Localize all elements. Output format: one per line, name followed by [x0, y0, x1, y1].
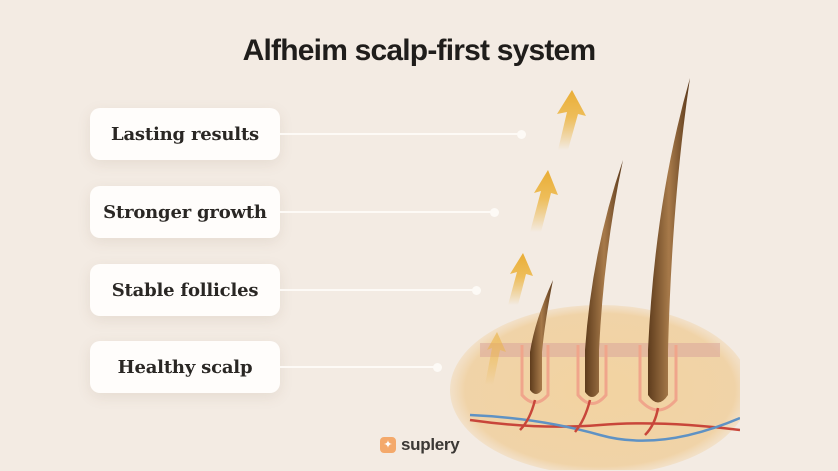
brand-logo: ✦ suplery: [380, 435, 460, 455]
growth-arrow-icon: [508, 253, 533, 305]
connector-line: [280, 133, 521, 135]
stage-card-healthy-scalp: Healthy scalp: [90, 341, 280, 393]
dermis-band: [480, 343, 720, 357]
stage-label: Lasting results: [111, 123, 259, 145]
connector-dot: [490, 208, 499, 217]
hair-short: [530, 280, 553, 394]
connector-line: [280, 289, 476, 291]
stage-label: Stronger growth: [103, 201, 267, 223]
stage-card-lasting-results: Lasting results: [90, 108, 280, 160]
brand-name: suplery: [401, 435, 460, 454]
connector-dot: [433, 363, 442, 372]
connector-dot: [472, 286, 481, 295]
hair-medium: [585, 160, 623, 397]
growth-arrow-icon: [557, 90, 586, 150]
connector-dot: [517, 130, 526, 139]
stage-card-stable-follicles: Stable follicles: [90, 264, 280, 316]
stage-label: Stable follicles: [111, 279, 259, 301]
page-title: Alfheim scalp-first system: [242, 34, 596, 67]
hair-long: [648, 78, 690, 403]
connector-line: [280, 211, 494, 213]
stage-card-stronger-growth: Stronger growth: [90, 186, 280, 238]
scalp-illustration: [450, 78, 740, 470]
connector-line: [280, 366, 437, 368]
growth-arrow-icon: [530, 170, 558, 232]
sparkle-icon: ✦: [380, 437, 396, 453]
stage-label: Healthy scalp: [117, 356, 253, 378]
growth-arrow-icon: [485, 332, 506, 385]
